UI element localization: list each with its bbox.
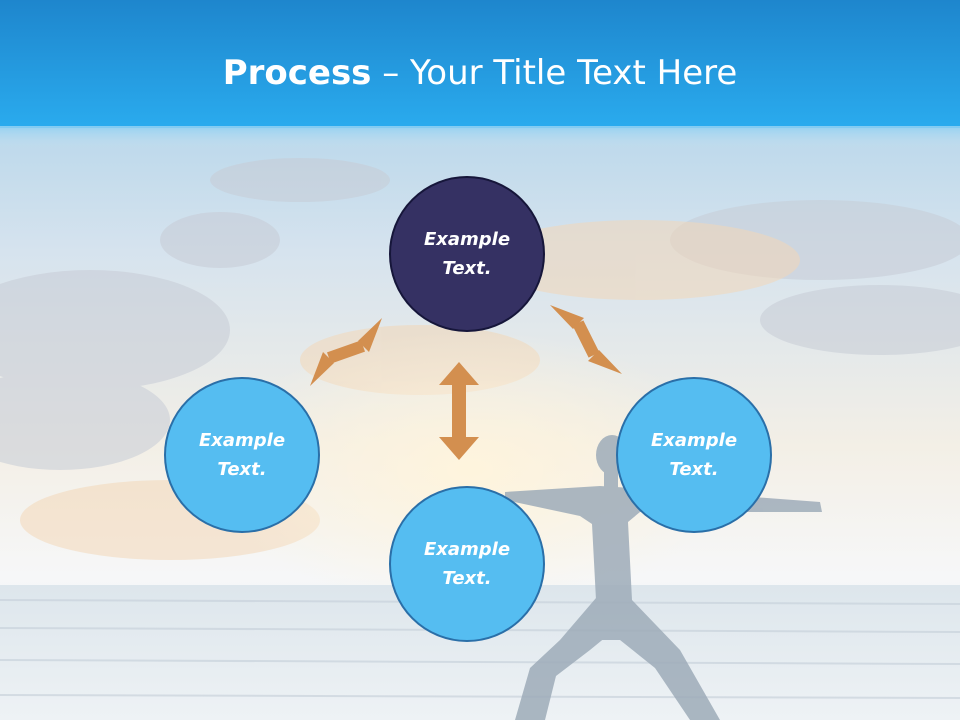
slide-title: Process – Your Title Text Here (223, 53, 738, 150)
title-bar: Process – Your Title Text Here (0, 0, 960, 150)
slide-title-rest: – Your Title Text Here (371, 53, 738, 93)
process-node-bottom: Example Text. (389, 486, 545, 642)
process-node-left: Example Text. (164, 377, 320, 533)
process-node-top: Example Text. (389, 176, 545, 332)
slide-title-bold: Process (222, 53, 372, 93)
double-arrow-top-right (550, 305, 622, 374)
double-arrow-top-left (310, 318, 382, 386)
double-arrow-vertical (439, 362, 479, 460)
node-label-right: Example Text. (650, 430, 738, 480)
node-label-bottom: Example Text. (423, 539, 511, 589)
node-label-top: Example Text. (423, 229, 511, 279)
process-node-right: Example Text. (616, 377, 772, 533)
node-label-left: Example Text. (198, 430, 286, 480)
